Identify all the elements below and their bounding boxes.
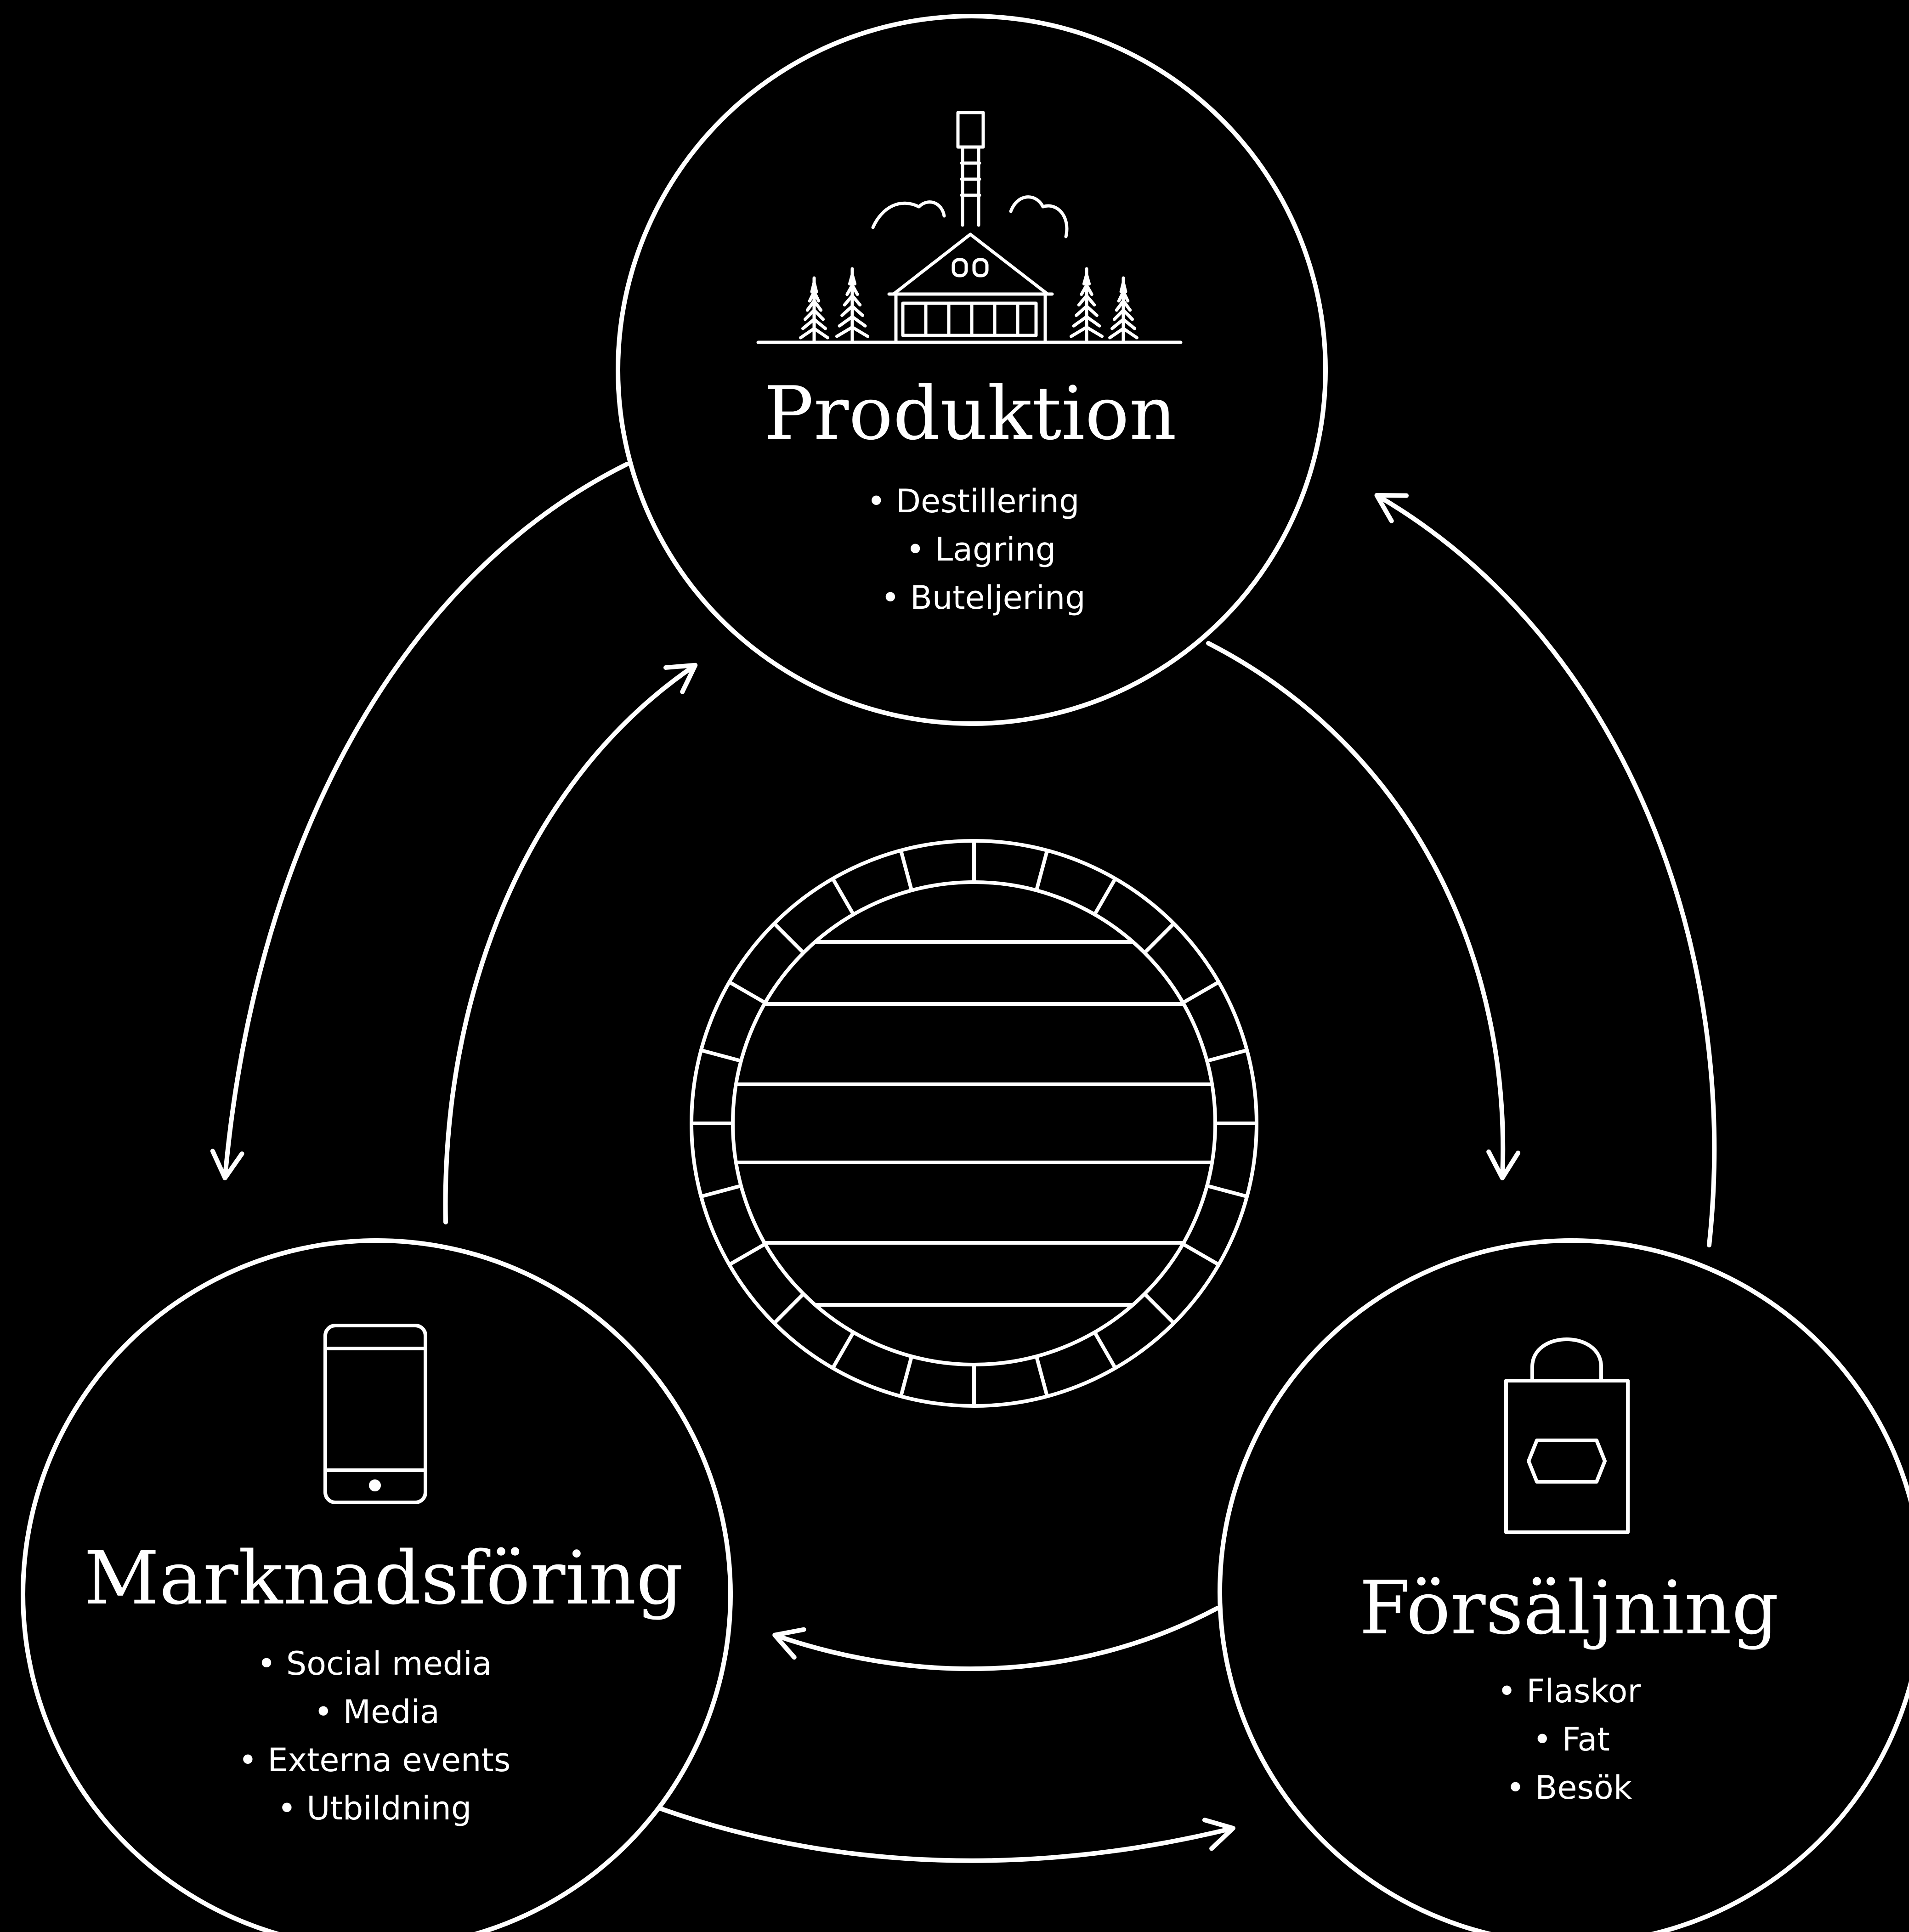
list-item: • Flaskor bbox=[1497, 1672, 1641, 1710]
list-item: • Media bbox=[314, 1693, 440, 1731]
smartphone-icon bbox=[323, 1324, 427, 1504]
list-item: • Destillering bbox=[867, 482, 1080, 520]
list-item: • Buteljering bbox=[881, 579, 1085, 617]
shopping-bag-icon bbox=[1504, 1337, 1630, 1534]
list-item: • Besök bbox=[1506, 1769, 1632, 1807]
node-title: Marknadsföring bbox=[84, 1535, 683, 1621]
list-item: • Social media bbox=[257, 1645, 492, 1683]
node-produktion: Produktion • Destillering • Lagring • Bu… bbox=[616, 14, 1328, 726]
arrow-produktion-to-marknadsforing bbox=[210, 462, 629, 1180]
list-item: • Utbildning bbox=[278, 1790, 472, 1827]
barrel-top-icon bbox=[690, 839, 1258, 1408]
list-item: • Fat bbox=[1533, 1721, 1610, 1758]
node-circle bbox=[21, 1238, 733, 1932]
node-circle bbox=[616, 14, 1328, 726]
arrow-produktion-to-forsaljning bbox=[1206, 641, 1521, 1180]
arrow-marknadsforing-to-forsaljning bbox=[650, 1803, 1235, 1863]
list-item: • Externa events bbox=[238, 1741, 511, 1779]
node-title: Försäljning bbox=[1359, 1565, 1779, 1651]
list-item: • Lagring bbox=[906, 531, 1056, 568]
node-forsaljning: Försäljning • Flaskor • Fat • Besök bbox=[1218, 1238, 1909, 1932]
node-title: Produktion bbox=[764, 370, 1177, 456]
arrow-forsaljning-to-marknadsforing bbox=[772, 1606, 1220, 1671]
node-circle bbox=[1218, 1238, 1909, 1932]
arrow-forsaljning-to-produktion bbox=[1374, 493, 1717, 1247]
arrow-marknadsforing-to-produktion bbox=[443, 663, 698, 1224]
distillery-icon bbox=[756, 111, 1183, 344]
node-marknadsforing: Marknadsföring • Social media • Media • … bbox=[21, 1238, 733, 1932]
